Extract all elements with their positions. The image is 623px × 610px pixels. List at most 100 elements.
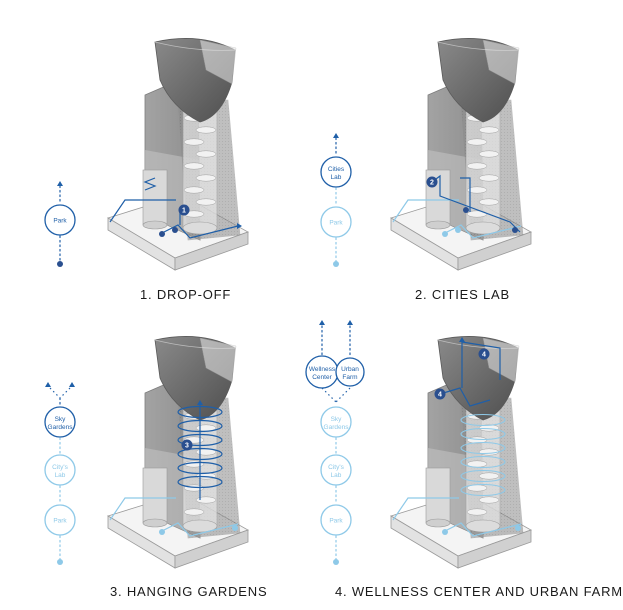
program-node-label-line: Gardens <box>48 424 74 431</box>
arrow-head <box>237 223 242 229</box>
program-node-label-line: Sky <box>331 416 343 423</box>
step-badge-0 <box>181 439 193 451</box>
cylinder-base <box>182 221 218 235</box>
arrow-head <box>69 382 75 387</box>
floor-plate <box>195 198 217 206</box>
floor-plate <box>466 508 488 516</box>
origin-dot <box>57 261 63 267</box>
glass-cap <box>199 337 237 383</box>
flow-path <box>460 177 471 212</box>
helix-loop-faded <box>460 483 506 497</box>
floor-plate <box>478 472 500 480</box>
program-node-label-line: Farm <box>342 374 357 381</box>
flow-path <box>461 341 501 388</box>
floor-plate <box>195 496 217 504</box>
flow-path <box>439 387 491 407</box>
program-node-label: Park <box>329 220 343 227</box>
caption-cities-lab: 2. CITIES LAB <box>415 287 510 302</box>
base-slab-front <box>174 529 249 569</box>
path-node <box>159 231 165 237</box>
glass-cap <box>482 39 520 85</box>
program-node-label-line: Wellness <box>309 366 336 373</box>
pillar-base <box>142 518 168 528</box>
program-node-label-line: Gardens <box>324 424 350 431</box>
step-badge-label: 2 <box>430 180 434 187</box>
path-node <box>442 529 448 535</box>
caption-wellness-urban-farm: 4. WELLNESS CENTER AND URBAN FARM <box>335 584 623 599</box>
caption-drop-off: 1. DROP-OFF <box>140 287 232 302</box>
program-node <box>335 357 365 387</box>
arrow-head <box>197 400 203 405</box>
flow-path-faded <box>442 522 522 537</box>
flow-path <box>159 224 239 239</box>
program-node-label-line: Lab <box>331 174 342 181</box>
helix-loop-faded <box>460 455 506 469</box>
floor-plate <box>183 162 205 170</box>
program-node <box>44 406 76 438</box>
program-node-label-line: Urban <box>341 366 359 373</box>
floor-plate <box>478 150 500 158</box>
program-node-label: Park <box>53 518 67 525</box>
floor-plate <box>466 162 488 170</box>
step-badge-0 <box>178 204 190 216</box>
pillar-base <box>142 220 168 230</box>
arrow-head <box>347 320 353 325</box>
arrow-head <box>333 133 339 138</box>
helix-loop-faded <box>460 413 506 427</box>
base-slab-front <box>174 231 249 271</box>
program-node <box>44 504 76 536</box>
program-node-label-line: Sky <box>55 416 67 423</box>
helix-loop-faded <box>460 469 506 483</box>
step-badge-label: 1 <box>182 208 186 215</box>
program-node-label-line: Center <box>312 374 332 381</box>
program-node-label-line: City's <box>52 464 68 471</box>
floor-plate <box>478 198 500 206</box>
path-node <box>455 227 461 233</box>
cylinder-base <box>182 519 218 533</box>
path-node <box>232 525 238 531</box>
program-node <box>320 206 352 238</box>
flow-line <box>49 387 61 399</box>
floor-plate <box>478 496 500 504</box>
program-node <box>320 156 352 188</box>
flow-line <box>59 387 71 399</box>
arrow-head <box>459 337 465 342</box>
path-node <box>159 529 165 535</box>
glass-cap <box>199 39 237 85</box>
program-node-label-line: Lab <box>331 472 342 479</box>
caption-hanging-gardens: 3. HANGING GARDENS <box>110 584 268 599</box>
origin-dot <box>333 261 339 267</box>
flow-path-faded <box>392 497 459 521</box>
path-node <box>512 227 518 233</box>
step-badge-0 <box>426 176 438 188</box>
lower-pillar <box>142 467 168 524</box>
floor-plate <box>183 508 205 516</box>
path-node <box>442 231 448 237</box>
path-node <box>463 207 469 213</box>
flow-path <box>109 199 176 223</box>
program-node <box>320 504 352 536</box>
floor-plate <box>478 174 500 182</box>
floor-plate <box>195 126 217 134</box>
program-node-label: Park <box>329 518 343 525</box>
arrow-head <box>45 382 51 387</box>
flow-path-faded <box>442 224 522 239</box>
flow-path <box>431 174 521 233</box>
program-node-label-line: Lab <box>55 472 66 479</box>
program-node <box>320 454 352 486</box>
origin-dot <box>333 559 339 565</box>
arrow-head <box>319 320 325 325</box>
floor-plate <box>478 126 500 134</box>
cylinder-base <box>465 519 501 533</box>
